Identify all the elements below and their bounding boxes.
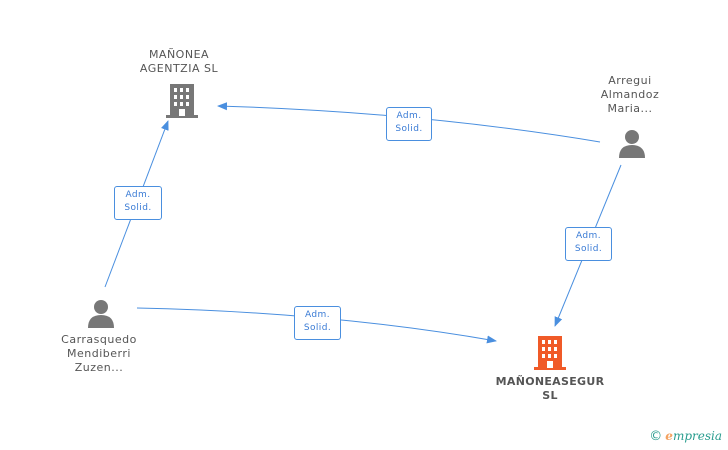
person-arregui-label[interactable]: Arregui Almandoz Maria...: [600, 74, 660, 115]
relation-badge-carrasquedo-asegur[interactable]: Adm. Solid.: [294, 306, 341, 340]
brand-name: mpresia: [672, 429, 722, 443]
brand-initial: e: [665, 429, 673, 443]
empresia-logo: ©empresia: [649, 429, 722, 444]
person-carrasquedo-label[interactable]: Carrasquedo Mendiberri Zuzen...: [61, 333, 137, 374]
person-icon[interactable]: [617, 128, 647, 158]
relation-badge-carrasquedo-agentzia[interactable]: Adm. Solid.: [114, 186, 162, 220]
building-icon[interactable]: [166, 84, 198, 118]
relation-badge-arregui-agentzia[interactable]: Adm. Solid.: [386, 107, 432, 141]
building-icon[interactable]: [534, 336, 566, 370]
person-icon[interactable]: [86, 298, 116, 328]
copyright-symbol: ©: [649, 429, 663, 444]
company-agentzia-label[interactable]: MAÑONEA AGENTZIA SL: [139, 48, 219, 75]
company-asegur-label[interactable]: MAÑONEASEGUR SL: [495, 375, 605, 402]
relation-badge-arregui-asegur[interactable]: Adm. Solid.: [565, 227, 612, 261]
